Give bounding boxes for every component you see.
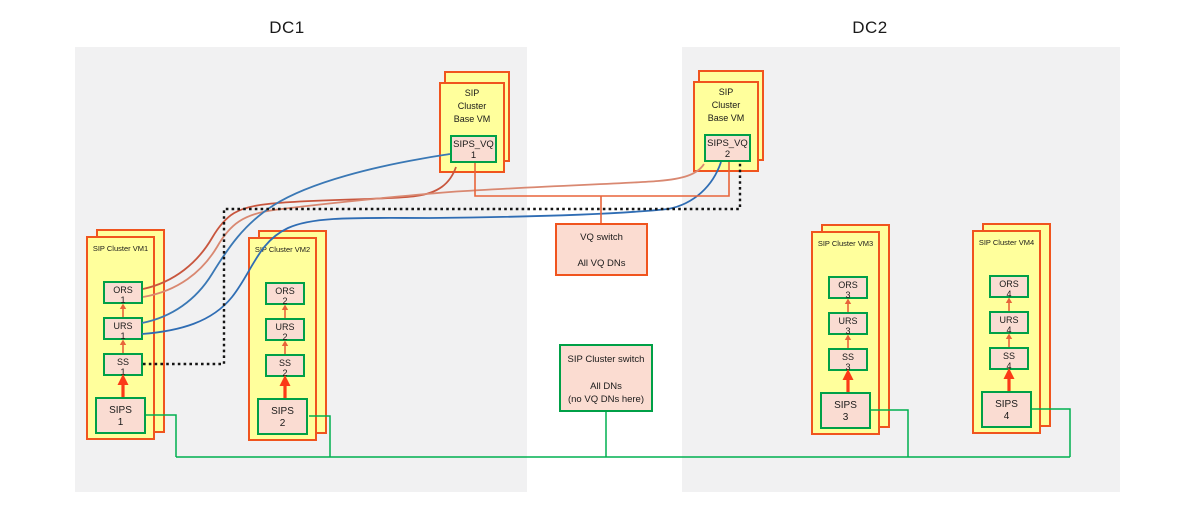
sips-vq-id: 1 <box>470 150 477 161</box>
dc2-title: DC2 <box>852 18 888 37</box>
sip-cluster-vm4-label: SIP Cluster VM4 <box>978 238 1035 247</box>
ss-name: SS <box>278 358 291 368</box>
ors-name: ORS <box>113 285 133 295</box>
cluster-switch-title: SIP Cluster switch <box>567 354 645 365</box>
sips-name: SIPS <box>834 400 857 411</box>
ss-id: 3 <box>845 362 851 372</box>
sips-vq-id: 2 <box>724 149 731 160</box>
sips-id: 3 <box>842 412 849 423</box>
ss-name: SS <box>116 357 129 367</box>
urs-id: 4 <box>1006 325 1012 335</box>
urs-id: 2 <box>282 332 288 342</box>
dc2-base-vm-label-line: Base VM <box>707 113 745 123</box>
urs-name: URS <box>999 315 1019 325</box>
ss-id: 2 <box>282 368 288 378</box>
sips-name: SIPS <box>271 406 294 417</box>
sips-id: 4 <box>1003 411 1010 422</box>
dc1-base-vm-label-line: SIP <box>464 88 480 98</box>
sips-id: 2 <box>279 418 286 429</box>
ss-name: SS <box>1002 351 1015 361</box>
ors-id: 4 <box>1006 289 1012 299</box>
dc2-base-vm-label-line: SIP <box>718 87 734 97</box>
ors-id: 3 <box>845 290 851 300</box>
ss-name: SS <box>841 352 854 362</box>
sips-vq-name: SIPS_VQ <box>453 139 494 150</box>
ors-name: ORS <box>838 280 858 290</box>
urs-name: URS <box>838 316 858 326</box>
ors-id: 1 <box>120 295 126 305</box>
urs-name: URS <box>113 321 133 331</box>
sip-cluster-vm3-label: SIP Cluster VM3 <box>817 239 874 248</box>
dc2-base-vm-label-line: Cluster <box>711 100 741 110</box>
dc1-title: DC1 <box>269 18 305 37</box>
ors-name: ORS <box>275 286 295 296</box>
vq-switch-node: VQ switch All VQ DNs <box>555 223 648 276</box>
urs-id: 3 <box>845 326 851 336</box>
cluster-switch-line2: (no VQ DNs here) <box>567 394 645 405</box>
sip-cluster-vm1-label: SIP Cluster VM1 <box>92 244 149 253</box>
ss-id: 4 <box>1006 361 1012 371</box>
cluster-switch-line1: All DNs <box>590 381 622 392</box>
vq-switch-subtitle: All VQ DNs <box>577 258 626 269</box>
urs-name: URS <box>275 322 295 332</box>
dc1-base-vm-label-line: Cluster <box>457 101 487 111</box>
sips-vq-name: SIPS_VQ <box>707 138 748 149</box>
ors-id: 2 <box>282 296 288 306</box>
sip-cluster-switch-node: SIP Cluster switch All DNs (no VQ DNs he… <box>559 344 653 412</box>
ss-id: 1 <box>120 367 126 377</box>
sips-name: SIPS <box>109 405 132 416</box>
sips-id: 1 <box>117 417 124 428</box>
sip-cluster-vm2-label: SIP Cluster VM2 <box>254 245 311 254</box>
urs-id: 1 <box>120 331 126 341</box>
vq-switch-title: VQ switch <box>580 232 623 243</box>
sips-name: SIPS <box>995 399 1018 410</box>
ors-name: ORS <box>999 279 1019 289</box>
dc1-base-vm-label-line: Base VM <box>453 114 491 124</box>
